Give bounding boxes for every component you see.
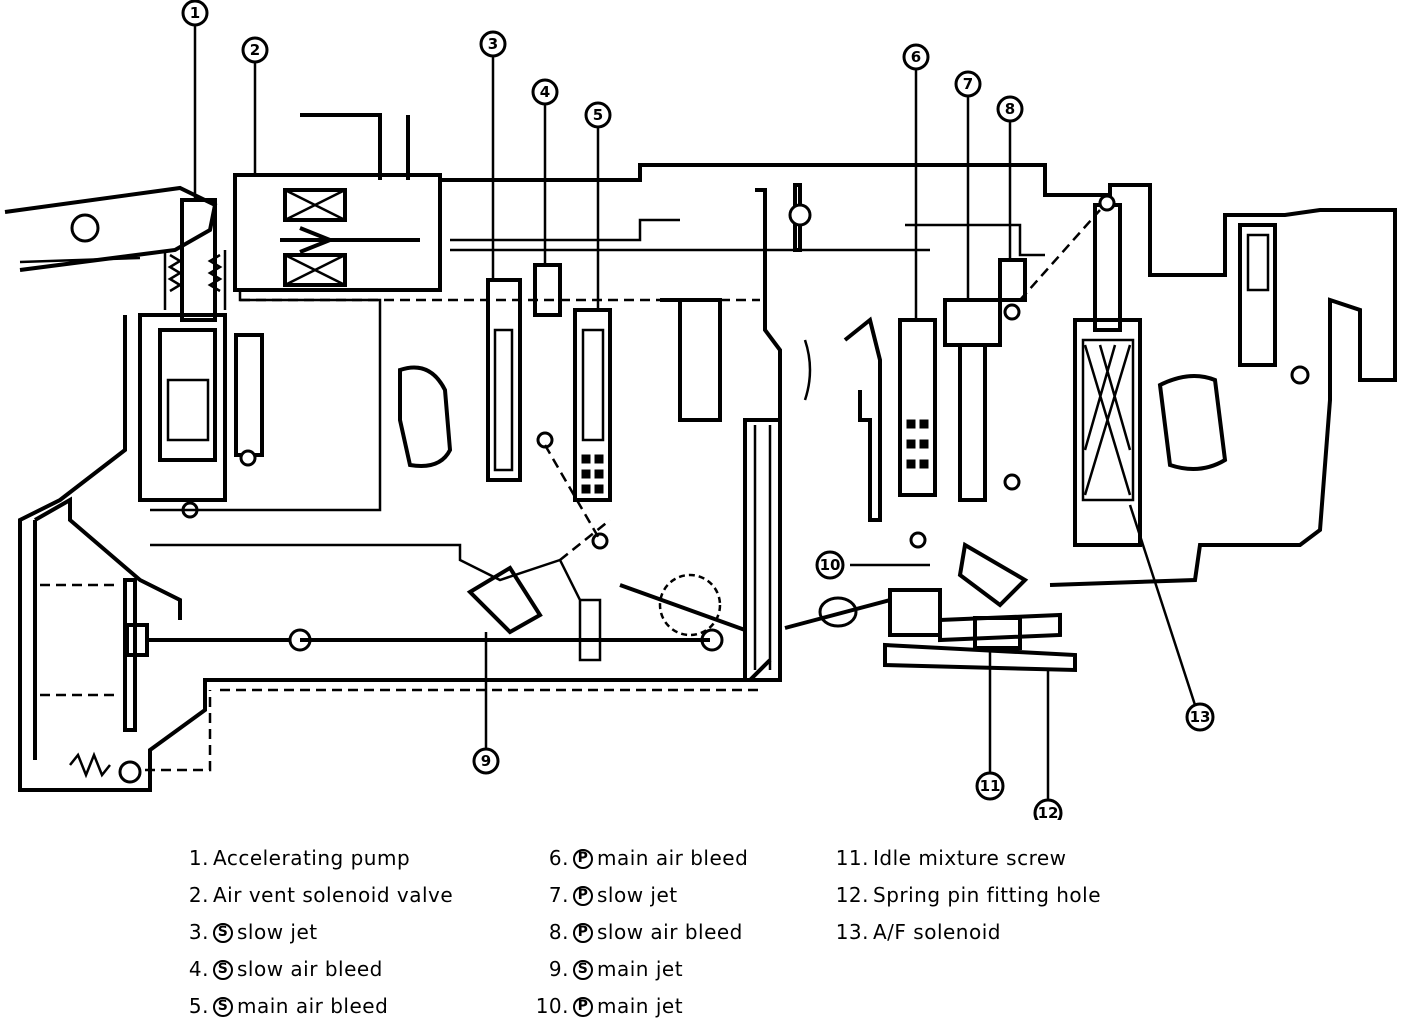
s-badge-icon: S [213, 996, 233, 1017]
s-badge-icon: S [213, 959, 233, 980]
svg-text:7: 7 [963, 75, 973, 93]
callout-6: 6 [902, 43, 930, 71]
svg-text:9: 9 [481, 752, 491, 770]
venturi-section [398, 183, 891, 682]
callout-10: 10 [815, 550, 845, 580]
af-solenoid [1073, 194, 1310, 547]
callout-1: 1 [181, 0, 209, 27]
legend-item-11: 11.Idle mixture screw [835, 846, 1067, 870]
air-vent-solenoid [233, 113, 442, 292]
p-badge-icon: P [573, 848, 593, 869]
svg-text:8: 8 [1005, 100, 1015, 118]
primary-jets-right [843, 209, 1228, 549]
p-badge-icon: P [573, 996, 593, 1017]
s-badge-icon: S [573, 959, 593, 980]
p-badge-icon: P [573, 885, 593, 906]
carburetor-body [18, 163, 1397, 792]
svg-text:1: 1 [190, 4, 200, 22]
svg-text:13: 13 [1190, 708, 1211, 726]
diaphragm-chamber [33, 496, 710, 784]
parts-legend: 1.Accelerating pump 2.Air vent solenoid … [0, 840, 1408, 1020]
callout-9: 9 [472, 747, 500, 775]
svg-text:5: 5 [593, 106, 603, 124]
callout-2: 2 [241, 36, 269, 64]
callout-7: 7 [954, 70, 982, 98]
secondary-main-jet [466, 565, 543, 635]
svg-text:11: 11 [980, 777, 1001, 795]
legend-item-2: 2.Air vent solenoid valve [188, 883, 454, 907]
svg-text:10: 10 [820, 556, 841, 574]
svg-text:4: 4 [540, 83, 550, 101]
legend-column-1: 1.Accelerating pump 2.Air vent solenoid … [175, 840, 453, 1025]
primary-jets-left [486, 263, 612, 561]
legend-item-12: 12.Spring pin fitting hole [835, 883, 1102, 907]
legend-item-13: 13.A/F solenoid [835, 920, 1001, 944]
callout-12: 12 [1033, 798, 1063, 820]
throttle-lever [4, 185, 218, 272]
callout-13: 13 [1185, 702, 1215, 732]
callout-5: 5 [584, 101, 612, 129]
callout-8: 8 [996, 95, 1024, 123]
svg-text:3: 3 [488, 35, 498, 53]
carburetor-diagram: 1 2 3 4 5 6 7 8 9 10 11 12 13 [4, 0, 1397, 820]
callout-3: 3 [479, 30, 507, 58]
legend-column-3: 11.Idle mixture screw 12.Spring pin fitt… [835, 840, 1101, 951]
svg-text:2: 2 [250, 41, 260, 59]
p-badge-icon: P [573, 922, 593, 943]
callout-4: 4 [531, 78, 559, 106]
idle-mixture-screw [883, 541, 1077, 673]
callout-11: 11 [975, 771, 1005, 801]
accelerating-pump [138, 198, 264, 519]
s-badge-icon: S [213, 922, 233, 943]
leader-lines [193, 25, 1197, 800]
legend-item-1: 1.Accelerating pump [188, 846, 411, 870]
svg-text:12: 12 [1038, 804, 1059, 820]
svg-text:6: 6 [911, 48, 921, 66]
